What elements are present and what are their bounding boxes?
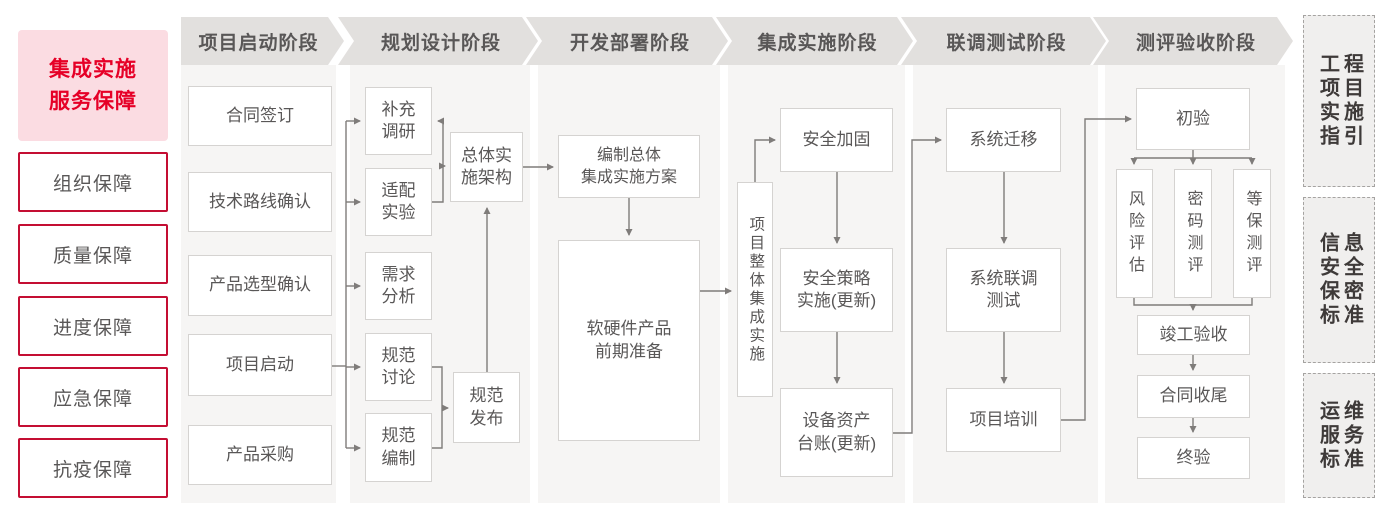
box-security-hardening: 安全加固 [780, 108, 893, 172]
standard-guide-col2: 程目施引 [1340, 53, 1363, 149]
phase-header-development-deployment: 开发部署阶段 [526, 17, 728, 65]
guarantee-quality: 质量保障 [18, 224, 168, 284]
standard-project-implementation-guide: 工项实指 程目施引 [1303, 15, 1375, 187]
box-system-migration: 系统迁移 [946, 108, 1061, 172]
guarantee-emergency: 应急保障 [18, 367, 168, 427]
guarantee-schedule: 进度保障 [18, 296, 168, 356]
guarantee-title: 集成实施 服务保障 [18, 30, 168, 141]
box-product-selection-confirmation: 产品选型确认 [188, 255, 332, 316]
box-security-policy-implementation: 安全策略 实施(更新) [780, 248, 893, 332]
guarantee-organization: 组织保障 [18, 152, 168, 212]
box-equipment-asset-ledger: 设备资产 台账(更新) [780, 388, 893, 477]
box-hw-sw-preparation: 软硬件产品 前期准备 [558, 240, 700, 441]
box-technical-route-confirmation: 技术路线确认 [188, 172, 332, 232]
box-preliminary-acceptance: 初验 [1136, 88, 1250, 150]
box-spec-discussion: 规范 讨论 [365, 333, 432, 401]
box-project-kickoff: 项目启动 [188, 334, 332, 396]
phase-header-planning-design: 规划设计阶段 [338, 17, 538, 65]
box-overall-integration-plan: 编制总体 集成实施方案 [558, 135, 700, 198]
box-overall-integration-implementation: 项目整体集成实施 [737, 182, 773, 397]
phase-header-joint-testing: 联调测试阶段 [901, 17, 1106, 65]
box-contract-closure: 合同收尾 [1137, 375, 1250, 418]
box-supplementary-research: 补充 调研 [365, 87, 432, 155]
standard-ops-col2: 维务准 [1340, 399, 1363, 472]
box-contract-signing: 合同签订 [188, 86, 332, 146]
box-risk-assessment: 风险评估 [1116, 169, 1153, 298]
box-mlps-evaluation: 等保测评 [1233, 169, 1271, 298]
box-spec-drafting: 规范 编制 [365, 413, 432, 482]
box-system-joint-testing: 系统联调 测试 [946, 248, 1061, 332]
box-project-training: 项目培训 [946, 388, 1061, 452]
standard-ops-service: 运服标 维务准 [1303, 373, 1375, 498]
box-final-acceptance: 终验 [1137, 437, 1250, 479]
box-completion-acceptance: 竣工验收 [1137, 315, 1250, 355]
phase-header-integration-implementation: 集成实施阶段 [716, 17, 913, 65]
box-adaptation-experiment: 适配 实验 [365, 168, 432, 236]
standard-security-col2: 息全密准 [1340, 232, 1363, 328]
standard-ops-col1: 运服标 [1316, 399, 1339, 472]
phase-header-project-initiation: 项目启动阶段 [181, 17, 344, 65]
guarantee-epidemic: 抗疫保障 [18, 438, 168, 498]
phase-header-evaluation-acceptance: 测评验收阶段 [1093, 17, 1293, 65]
standard-security-col1: 信安保标 [1316, 232, 1339, 328]
box-product-procurement: 产品采购 [188, 425, 332, 485]
standard-information-security: 信安保标 息全密准 [1303, 197, 1375, 363]
box-requirement-analysis: 需求 分析 [365, 252, 432, 320]
box-crypto-evaluation: 密码测评 [1174, 169, 1212, 298]
box-overall-implementation-architecture: 总体实 施架构 [450, 132, 523, 202]
box-spec-release: 规范 发布 [453, 372, 520, 443]
standard-guide-col1: 工项实指 [1316, 53, 1339, 149]
